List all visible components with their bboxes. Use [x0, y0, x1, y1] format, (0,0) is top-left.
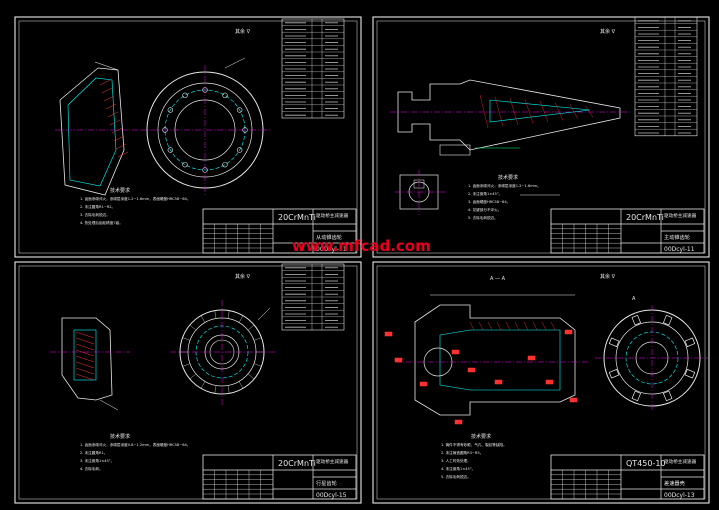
view-label: A [632, 296, 636, 302]
notes-heading: 技术要求 [110, 187, 130, 194]
note-line: 3. 去除毛刺锐边。 [80, 212, 110, 217]
drawing-number: 00Dcyl-13 [664, 492, 695, 499]
note-line: 5. 去除毛刺锐边。 [468, 215, 498, 220]
note-line: 4. 未注倒角1×45°。 [441, 466, 475, 471]
title-line-1: 驱动桥主减速器 [664, 212, 697, 219]
part-name: 差速器壳 [664, 479, 685, 487]
note-line: 2. 未注圆角R1~R2。 [80, 204, 115, 209]
part-name: 主动锥齿轮 [664, 233, 690, 241]
material-label: 20CrMnTi [278, 213, 316, 222]
note-line: 4. 去除毛刺。 [80, 466, 103, 471]
note-line: 5. 去除毛刺锐边。 [441, 474, 471, 479]
driven-gear-views [55, 57, 270, 196]
roughness-mark: 其余 ∇ [235, 28, 251, 35]
pinion-shaft-view [390, 79, 630, 215]
note-line: 3. 人工时效处理。 [441, 458, 471, 463]
planet-gear-views [50, 300, 275, 411]
diff-case-views: A — A A [384, 276, 708, 425]
notes-heading: 技术要求 [471, 433, 491, 440]
part-name: 从动锥齿轮 [316, 233, 342, 241]
note-line: 2. 未注倒角1×45°。 [468, 191, 502, 196]
note-line: 4. 花键部分不淬火。 [468, 207, 501, 212]
drawing-number: 00Dcyl-11 [664, 246, 695, 253]
material-label: 20CrMnTi [626, 213, 664, 222]
roughness-mark: 其余 ∇ [235, 273, 251, 280]
note-line: 4. 热处理后齿轮精度7级。 [80, 220, 123, 225]
drawing-number: 00Dcyl-11 [316, 246, 347, 253]
note-line: 1. 齿面渗碳淬火，渗碳层深度1.2~1.6mm，表面硬度HRC58~64。 [80, 196, 190, 201]
material-label: 20CrMnTi [278, 459, 316, 468]
title-line-1: 驱动桥主减速器 [316, 458, 349, 465]
roughness-mark: 其余 ∇ [600, 28, 616, 35]
note-line: 2. 未注圆角R1。 [80, 450, 107, 455]
note-line: 1. 齿面渗碳淬火，渗碳层深度1.2~1.6mm。 [468, 183, 541, 188]
note-line: 1. 齿面渗碳淬火，渗碳层深度0.8~1.2mm，表面硬度HRC58~64。 [80, 442, 190, 447]
note-line: 1. 铸件不得有砂眼、气孔、裂纹等缺陷。 [441, 442, 507, 447]
note-line: 2. 未注铸造圆角R3~R5。 [441, 450, 483, 455]
part-name: 行星齿轮 [316, 479, 337, 487]
roughness-mark: 其余 ∇ [600, 273, 616, 280]
title-line-1: 驱动桥主减速器 [316, 212, 349, 219]
note-line: 3. 未注倒角1×45°。 [80, 458, 114, 463]
note-line: 3. 齿面硬度HRC58~64。 [468, 199, 510, 204]
section-label: A — A [490, 276, 506, 282]
notes-heading: 技术要求 [110, 433, 130, 440]
drawing-number: 00Dcyl-15 [316, 492, 347, 499]
notes-heading: 技术要求 [498, 174, 518, 181]
material-label: QT450-10 [626, 459, 666, 468]
watermark: www.mfcad.com [292, 237, 431, 255]
title-line-1: 驱动桥主减速器 [664, 458, 697, 465]
